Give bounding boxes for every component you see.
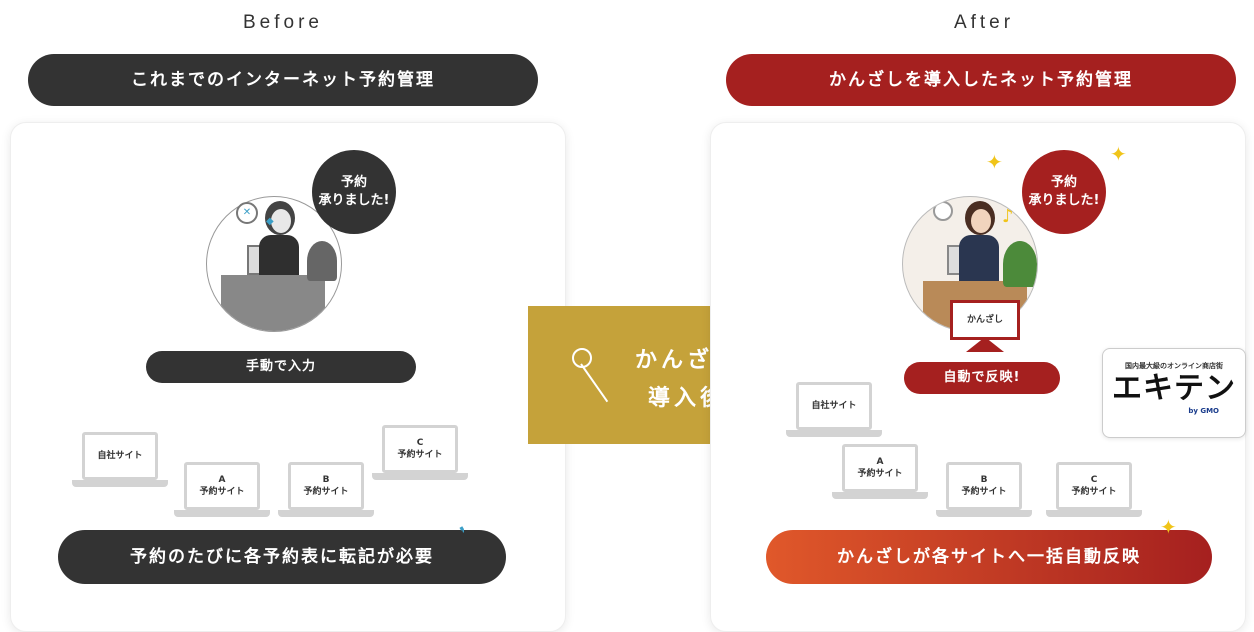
ekiten-logo: エキテン <box>1112 371 1236 406</box>
before-speech-bubble: 予約 承りました! <box>312 150 396 234</box>
sparkle-icon: ✦ <box>1160 515 1177 539</box>
site-label: 自社サイト <box>811 401 857 411</box>
site-label: 予約サイト <box>199 487 245 497</box>
plant <box>1003 241 1037 287</box>
arrow-line2: 導入後 <box>647 386 726 411</box>
site-letter: B <box>980 475 988 485</box>
kanzashi-icon <box>566 348 609 408</box>
reception-counter <box>221 275 325 331</box>
before-title-pill: これまでのインターネット予約管理 <box>28 54 538 106</box>
after-footer-pill: かんざしが各サイトへ一括自動反映 <box>766 530 1212 584</box>
plant <box>307 241 337 281</box>
bubble-line2: 承りました! <box>1028 193 1100 208</box>
sweat-icon: ◆ <box>266 216 274 227</box>
before-operator-illustration <box>206 196 342 332</box>
ekiten-by-gmo: by GMO <box>1188 407 1219 415</box>
site-label: 予約サイト <box>961 487 1007 497</box>
site-label: 予約サイト <box>857 469 903 479</box>
person-face <box>271 209 291 233</box>
before-site-own: 自社サイト <box>72 432 168 494</box>
person-body <box>959 235 999 281</box>
clock-icon: ✕ <box>236 202 258 224</box>
site-letter: A <box>218 475 226 485</box>
site-label: 予約サイト <box>303 487 349 497</box>
site-letter: B <box>322 475 330 485</box>
after-site-c: C 予約サイト <box>1046 462 1142 524</box>
music-note-icon: ♪ <box>1002 206 1014 227</box>
before-site-b: B 予約サイト <box>278 462 374 524</box>
before-site-a: A 予約サイト <box>174 462 270 524</box>
sparkle-icon: ✦ <box>986 150 1003 174</box>
site-label: 予約サイト <box>1071 487 1117 497</box>
ekiten-logo-card: 国内最大級のオンライン商店街 エキテン by GMO <box>1102 348 1246 438</box>
after-speech-bubble: 予約 承りました! <box>1022 150 1106 234</box>
before-heading: Before <box>243 12 323 33</box>
clock-icon <box>933 201 953 221</box>
after-title-pill: かんざしを導入したネット予約管理 <box>726 54 1236 106</box>
site-letter: A <box>876 457 884 467</box>
after-hub-pill: 自動で反映! <box>904 362 1060 394</box>
person-face <box>971 209 991 233</box>
before-site-c: C 予約サイト <box>372 425 468 487</box>
after-site-b: B 予約サイト <box>936 462 1032 524</box>
site-letter: C <box>1090 475 1098 485</box>
after-site-a: A 予約サイト <box>832 444 928 506</box>
site-letter: C <box>416 438 424 448</box>
bubble-line1: 予約 <box>340 175 367 190</box>
before-footer-pill: 予約のたびに各予約表に転記が必要 <box>58 530 506 584</box>
kanzashi-monitor: かんざし <box>950 300 1020 340</box>
bubble-line1: 予約 <box>1050 175 1077 190</box>
sparkle-icon: ✦ <box>1110 142 1127 166</box>
ekiten-tagline: 国内最大級のオンライン商店街 <box>1125 362 1223 370</box>
site-label: 予約サイト <box>397 450 443 460</box>
after-heading: After <box>953 12 1015 33</box>
bubble-line2: 承りました! <box>318 193 390 208</box>
before-hub-pill: 手動で入力 <box>146 351 416 383</box>
after-site-own: 自社サイト <box>786 382 882 444</box>
site-label: 自社サイト <box>97 451 143 461</box>
person-body <box>259 235 299 275</box>
